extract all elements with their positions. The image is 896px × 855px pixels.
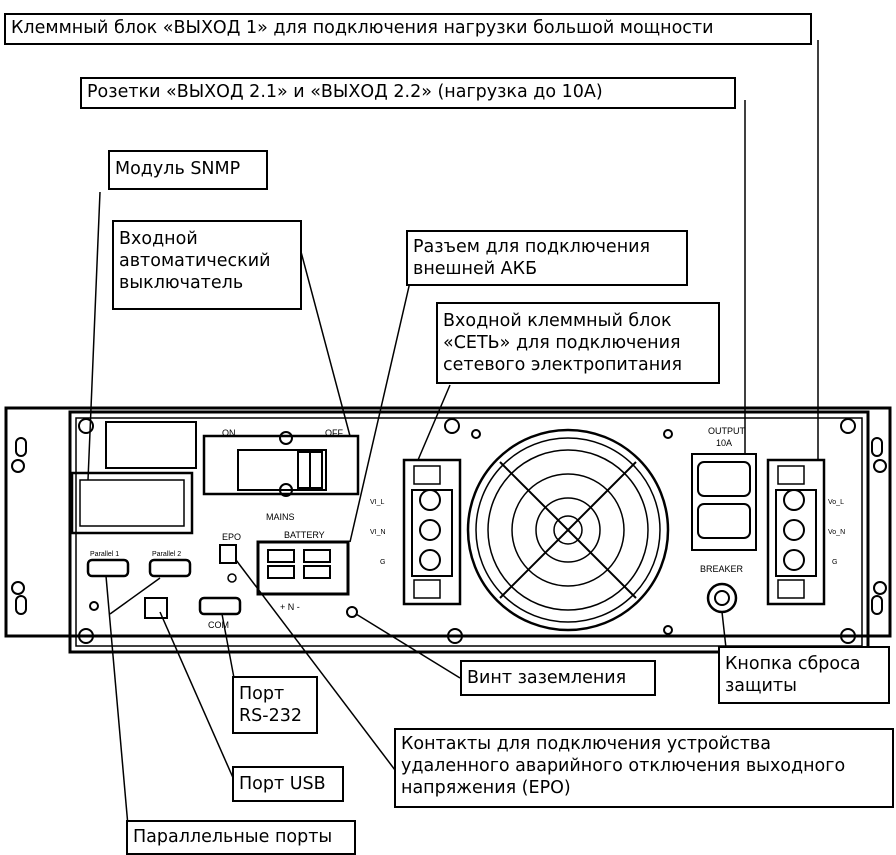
ground-screw: [346, 606, 358, 618]
com-port: [198, 596, 242, 616]
label-vi-n: VI_N: [370, 529, 386, 536]
label-mains: MAINS: [266, 512, 295, 522]
label-g-in: G: [380, 559, 385, 566]
output-terminal-block: [766, 458, 826, 606]
output-sockets: [691, 453, 757, 551]
parallel-port-1: [86, 558, 130, 578]
cooling-fan: [466, 428, 670, 632]
label-vo-n: Vo_N: [828, 529, 845, 536]
label-on: ON: [222, 428, 236, 438]
label-g-out: G: [832, 559, 837, 566]
callout-rs232: Порт RS-232: [232, 676, 318, 734]
callout-battery-connector: Разъем для подключения внешней АКБ: [406, 230, 688, 286]
snmp-module: [70, 471, 194, 535]
callout-output2: Розетки «ВЫХОД 2.1» и «ВЫХОД 2.2» (нагру…: [80, 77, 736, 109]
callout-parallel-ports: Параллельные порты: [126, 820, 356, 855]
label-off: OFF: [325, 428, 343, 438]
callout-usb: Порт USB: [232, 766, 344, 802]
label-output-current: 10A: [716, 438, 732, 448]
label-vo-l: Vo_L: [828, 499, 844, 506]
callout-epo: Контакты для подключения устройства удал…: [394, 728, 894, 808]
breaker-reset-button: [706, 582, 738, 614]
epo-contacts: [219, 544, 237, 564]
rack-ears: [4, 406, 892, 638]
callout-input-breaker: Входной автоматический выключатель: [112, 220, 302, 310]
label-battery-terminals: + N -: [280, 602, 300, 612]
label-epo: EPO: [222, 532, 241, 542]
label-output: OUTPUT: [708, 426, 746, 436]
label-breaker: BREAKER: [700, 564, 744, 574]
callout-output1: Клеммный блок «ВЫХОД 1» для подключения …: [4, 13, 812, 45]
callout-mains-terminal: Входной клеммный блок «СЕТЬ» для подключ…: [436, 302, 720, 384]
input-terminal-block: [402, 458, 462, 606]
usb-port: [144, 597, 168, 619]
label-battery: BATTERY: [284, 530, 325, 540]
callout-reset-button: Кнопка сброса защиты: [718, 646, 890, 704]
callout-snmp: Модуль SNMP: [108, 150, 268, 190]
label-vi-l: VI_L: [370, 499, 385, 506]
label-parallel-2: Parallel 2: [152, 551, 181, 558]
label-com: COM: [208, 620, 229, 630]
label-parallel-1: Parallel 1: [90, 551, 119, 558]
chassis-frame: [68, 410, 870, 654]
callout-ground-screw: Винт заземления: [460, 660, 656, 696]
snmp-slot: [105, 421, 197, 469]
leader-lines: [87, 40, 819, 827]
parallel-port-2: [148, 558, 192, 578]
battery-connector: [256, 540, 350, 596]
